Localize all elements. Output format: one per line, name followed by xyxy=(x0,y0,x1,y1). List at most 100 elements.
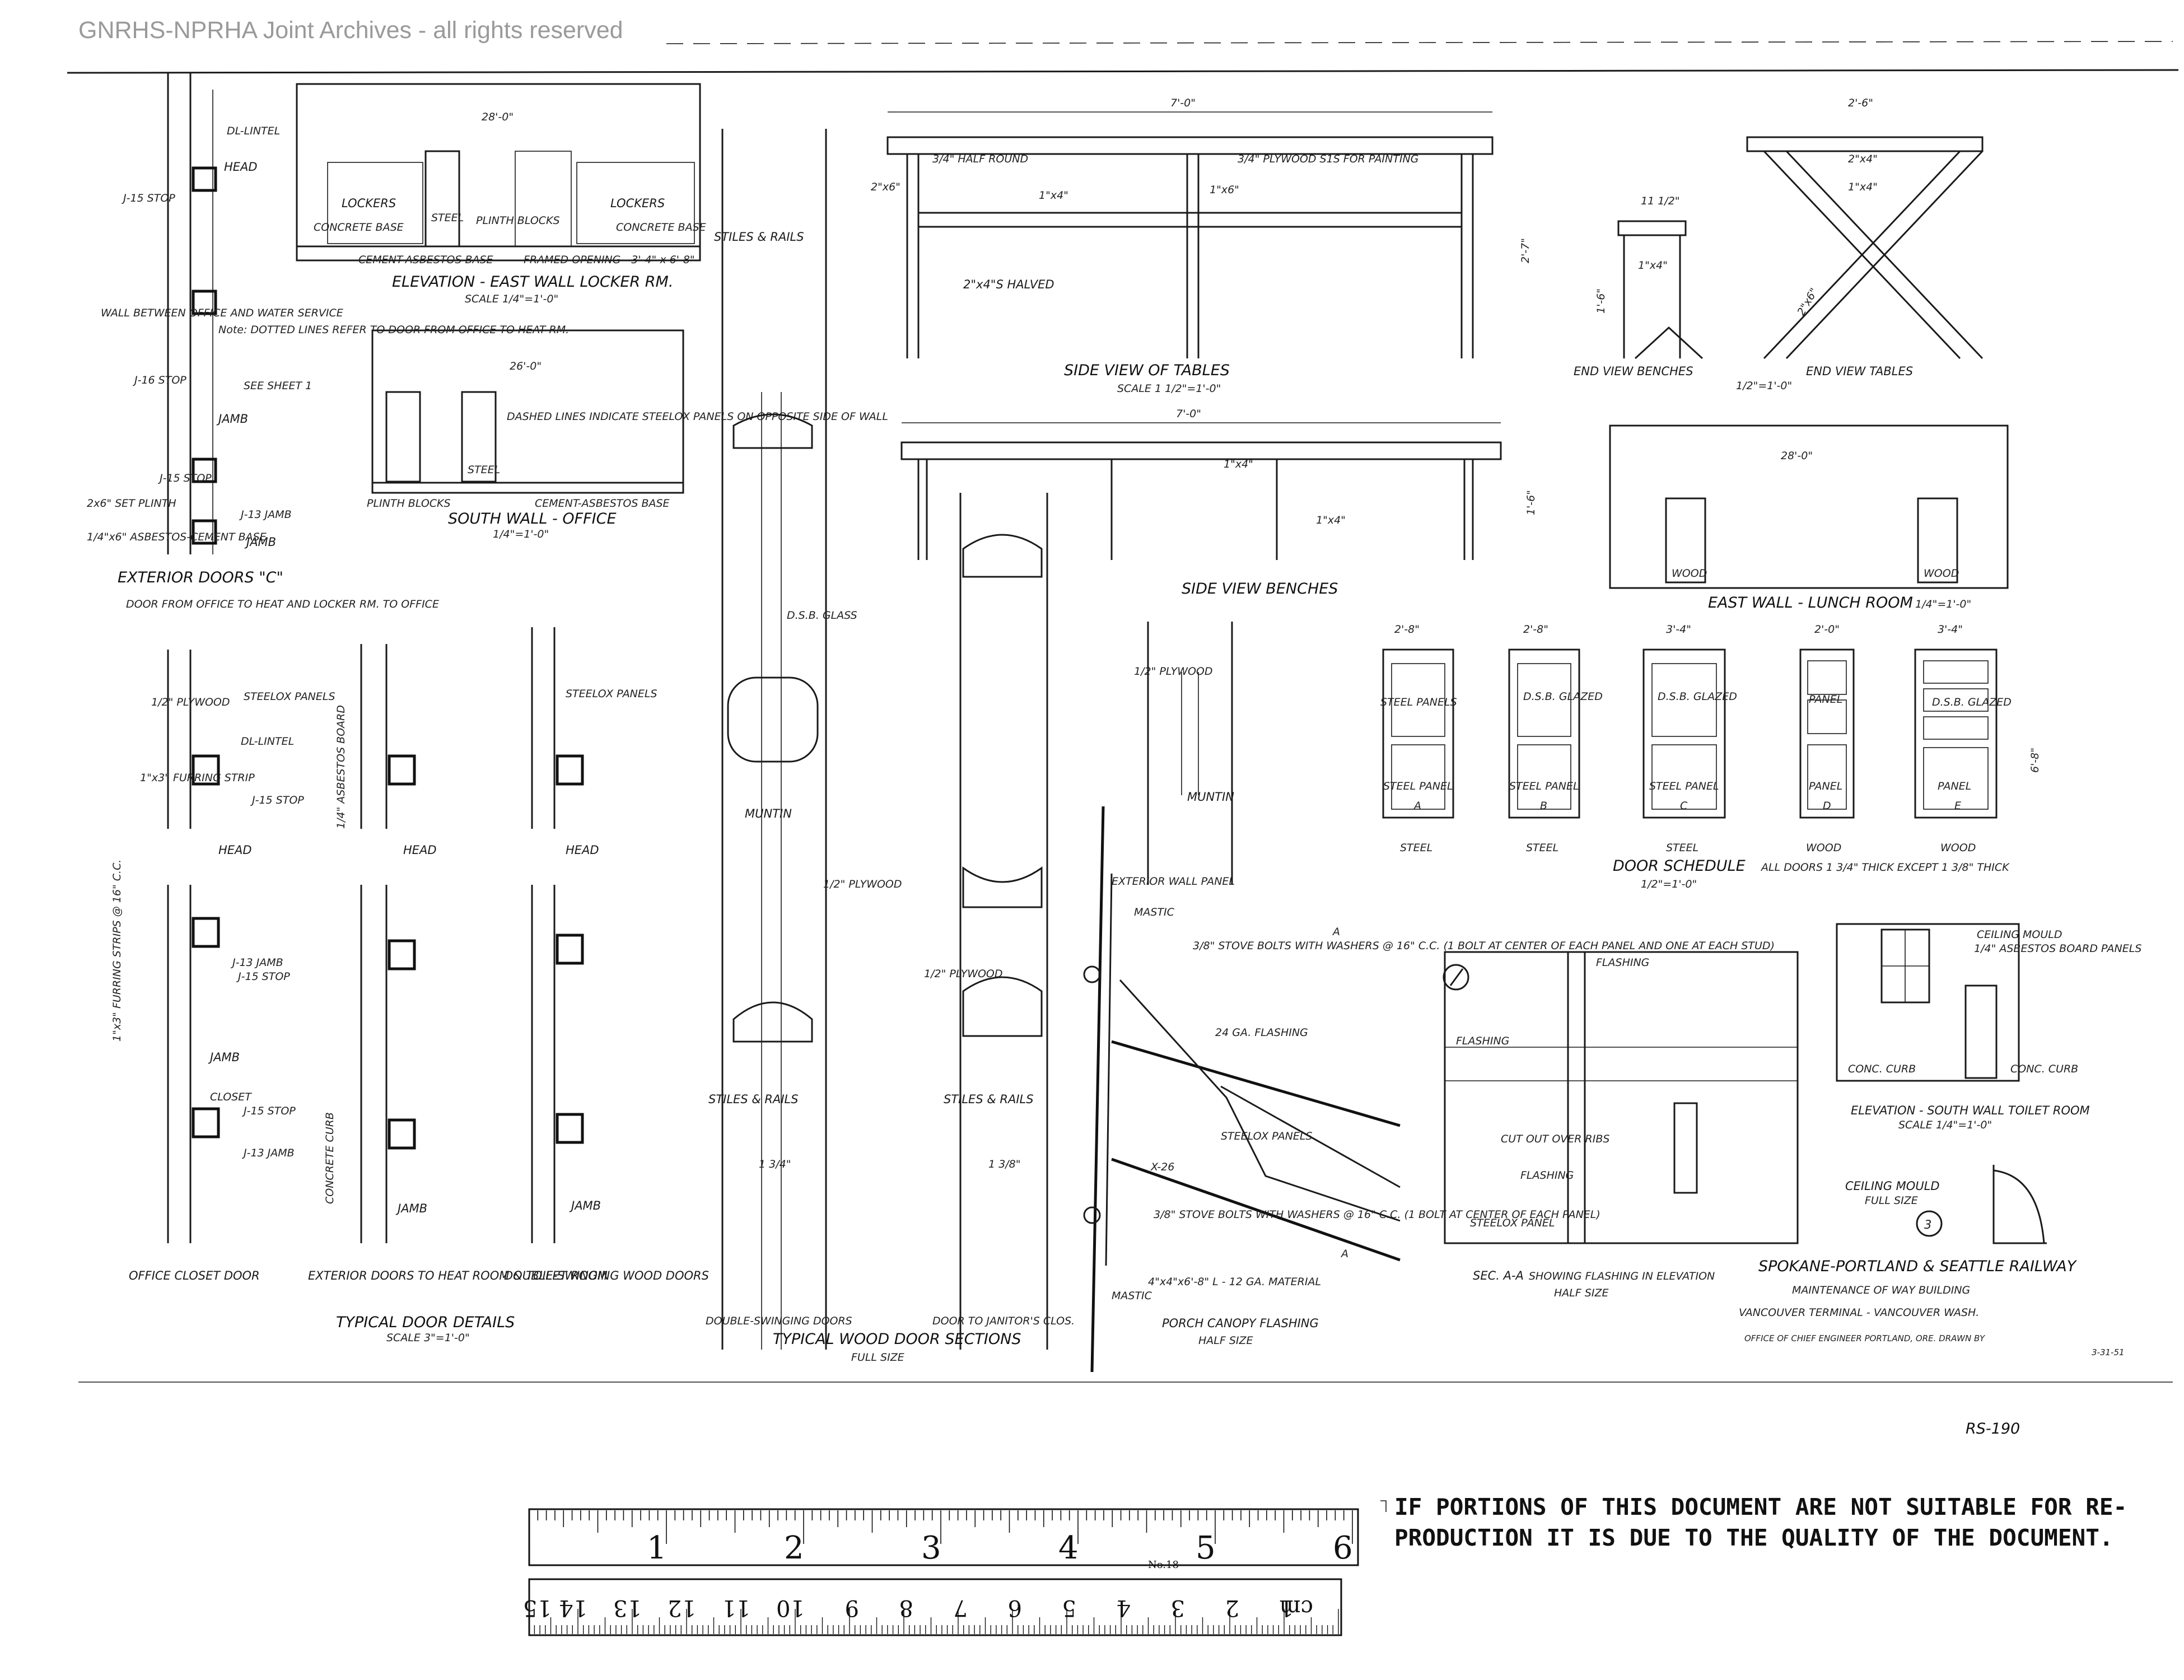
note-muntin-1: MUNTIN xyxy=(745,807,792,820)
cm-label: 9 xyxy=(845,1595,859,1621)
detail-mark: 3 xyxy=(1924,1218,1931,1231)
wood-door-sections: D.S.B. GLASS MUNTIN MUNTIN 1/2" PLYWOOD … xyxy=(706,129,1234,1364)
section-aa-scale: HALF SIZE xyxy=(1554,1287,1609,1299)
door-a: 2'-8" STEEL PANELS STEEL PANEL A STEEL xyxy=(1380,623,1457,854)
railway-name: SPOKANE-PORTLAND & SEATTLE RAILWAY xyxy=(1758,1258,2078,1275)
door-mark: C xyxy=(1680,800,1688,812)
door-bottom-panel: STEEL PANEL xyxy=(1383,780,1453,792)
cm-label: 14 xyxy=(559,1595,587,1621)
cm-label: 6 xyxy=(1008,1595,1022,1621)
door-bottom-panel: STEEL PANEL xyxy=(1649,780,1719,792)
door-bottom-panel: PANEL xyxy=(1938,780,1971,792)
dim-bench-width: 11 1/2" xyxy=(1641,195,1680,207)
door-schedule-title: DOOR SCHEDULE xyxy=(1613,857,1746,875)
caption-exterior-doors: EXTERIOR DOORS TO HEAT ROOM & TOILET ROO… xyxy=(308,1269,608,1282)
note-jamb-3: JAMB xyxy=(569,1199,601,1212)
note-wall-between: WALL BETWEEN OFFICE AND WATER SERVICE xyxy=(101,307,343,319)
door-d: 2'-0" PANEL PANEL D WOOD xyxy=(1799,623,1855,854)
wood-door-sections-scale: FULL SIZE xyxy=(851,1351,904,1364)
dim-thickness-right: 1 3/8" xyxy=(988,1158,1020,1170)
note-j13-jamb: J-13 JAMB xyxy=(230,956,283,969)
dim-end-width: 2'-6" xyxy=(1848,97,1873,109)
note-dashed-lines: DASHED LINES INDICATE STEELOX PANELS ON … xyxy=(507,410,888,423)
cm-label: 13 xyxy=(613,1595,642,1621)
door-mark: D xyxy=(1823,800,1831,812)
side-view-benches-title: SIDE VIEW BENCHES xyxy=(1182,580,1338,598)
typical-door-details-title: TYPICAL DOOR DETAILS xyxy=(336,1314,515,1331)
ruler-inch-ticks xyxy=(529,1510,1353,1544)
inch-label: 4 xyxy=(1058,1530,1079,1566)
note-concrete-base-left: CONCRETE BASE xyxy=(314,221,404,234)
door-width: 2'-8" xyxy=(1523,623,1548,636)
note-2x4: 2"x4" xyxy=(1848,153,1878,165)
side-view-tables-title: SIDE VIEW OF TABLES xyxy=(1064,362,1230,379)
toilet-room-scale: SCALE 1/4"=1'-0" xyxy=(1898,1119,1992,1131)
canopy-flashing-title: PORCH CANOPY FLASHING xyxy=(1162,1317,1319,1330)
typical-door-details-scale: SCALE 3"=1'-0" xyxy=(386,1332,470,1344)
note-jamb-1: JAMB xyxy=(208,1051,240,1064)
note-dl-lintel: DL-LINTEL xyxy=(241,735,294,748)
toilet-room-elevation: CEILING MOULD 1/4" ASBESTOS BOARD PANELS… xyxy=(1836,923,2141,1131)
note-jamb-1: JAMB xyxy=(216,412,248,426)
end-view-tables-title: END VIEW TABLES xyxy=(1806,365,1913,378)
door-width: 3'-4" xyxy=(1666,623,1691,636)
note-flashing-gauge: 24 GA. FLASHING xyxy=(1215,1026,1308,1039)
section-mark-bottom: A xyxy=(1340,1248,1348,1260)
note-wood-right: WOOD xyxy=(1924,567,1959,580)
porch-canopy-flashing: EXTERIOR WALL PANEL MASTIC 3/8" STOVE BO… xyxy=(1083,806,1775,1373)
door-width: 3'-4" xyxy=(1938,623,1963,636)
note-1x4-a: 1"x4" xyxy=(1848,181,1878,193)
note-conc-curb-right: CONC. CURB xyxy=(2010,1063,2078,1075)
note-dsb-glass: D.S.B. GLASS xyxy=(787,609,857,622)
note-conc-curb-left: CONC. CURB xyxy=(1848,1063,1916,1075)
door-material: STEEL xyxy=(1400,842,1432,854)
scale-ruler: 1 2 3 4 5 6 No.18 1 cm 2 3 4 5 6 7 8 9 1… xyxy=(523,1508,1359,1636)
door-top-panel: D.S.B. GLAZED xyxy=(1523,690,1603,703)
end-views: 2'-6" 11 1/2" 1'-6" 2"x4" 1"x4" 1"x4" 2"… xyxy=(1574,97,1984,392)
cm-label: 11 xyxy=(722,1595,750,1621)
note-head-2: HEAD xyxy=(403,843,437,857)
inch-label: 3 xyxy=(921,1530,941,1566)
dim-bench-height: 1'-6" xyxy=(1595,288,1607,314)
door-schedule: 2'-8" STEEL PANELS STEEL PANEL A STEEL 2… xyxy=(1380,623,2041,890)
note-1x4-side: 1"x4" xyxy=(1316,514,1346,526)
note-2x4-halved: 2"x4"S HALVED xyxy=(963,278,1054,291)
note-steelox-panel: STEELOX PANEL xyxy=(1470,1217,1555,1229)
door-top-panel: PANEL xyxy=(1809,693,1842,706)
note-head: HEAD xyxy=(224,160,258,174)
note-dotted-lines: Note: DOTTED LINES REFER TO DOOR FROM OF… xyxy=(218,324,569,336)
reproduction-notice: IF PORTIONS OF THIS DOCUMENT ARE NOT SUI… xyxy=(1380,1494,2127,1551)
dim-bench-height: 1'-6" xyxy=(1525,490,1537,515)
note-framed-opening: FRAMED OPENING - 3'-4" x 6'-8" xyxy=(524,254,695,266)
note-stove-bolts-bottom: 3/8" STOVE BOLTS WITH WASHERS @ 16" C.C.… xyxy=(1154,1208,1600,1221)
note-angle-material: 4"x4"x6'-8" L - 12 GA. MATERIAL xyxy=(1148,1276,1321,1288)
note-lockers-left: LOCKERS xyxy=(342,197,396,210)
cm-label: 12 xyxy=(668,1595,696,1621)
note-plywood-1: 1/2" PLYWOOD xyxy=(823,878,902,890)
note-flashing-bottom: FLASHING xyxy=(1520,1169,1574,1182)
ruler-cm-ticks xyxy=(534,1609,1339,1634)
note-set-plinth: 2x6" SET PLINTH xyxy=(87,497,176,510)
lunch-room-scale: 1/4"=1'-0" xyxy=(1915,598,1971,610)
notice-line-2: PRODUCTION IT IS DUE TO THE QUALITY OF T… xyxy=(1394,1524,2113,1551)
cm-label: 10 xyxy=(776,1595,805,1621)
note-steel: STEEL xyxy=(468,464,500,476)
note-j16-stop: J-16 STOP xyxy=(132,374,186,386)
cm-label: 3 xyxy=(1171,1595,1185,1621)
note-stove-bolts-top: 3/8" STOVE BOLTS WITH WASHERS @ 16" C.C.… xyxy=(1193,940,1775,952)
locker-elevation-title: ELEVATION - EAST WALL LOCKER RM. xyxy=(392,273,673,291)
inch-label: 5 xyxy=(1196,1530,1216,1566)
note-plywood-2: 1/2" PLYWOOD xyxy=(924,968,1003,980)
note-exterior-wall-panel: EXTERIOR WALL PANEL xyxy=(1112,875,1235,888)
note-stiles-rails-left: STILES & RAILS xyxy=(708,1093,799,1106)
note-j13-jamb: J-13 JAMB xyxy=(239,508,292,521)
door-material: STEEL xyxy=(1666,842,1698,854)
caption-double-swinging: DOUBLE-SWINGING DOORS xyxy=(706,1315,852,1327)
sheet-number: RS-190 xyxy=(1966,1420,2020,1438)
dim-thickness-left: 1 3/4" xyxy=(759,1158,791,1170)
note-1x4-top: 1"x4" xyxy=(1224,458,1253,470)
cm-label: 7 xyxy=(954,1595,968,1621)
note-plywood-3: 1/2" PLYWOOD xyxy=(1134,665,1213,678)
note-furring-strip: 1"x3" FURRING STRIP xyxy=(140,772,255,784)
